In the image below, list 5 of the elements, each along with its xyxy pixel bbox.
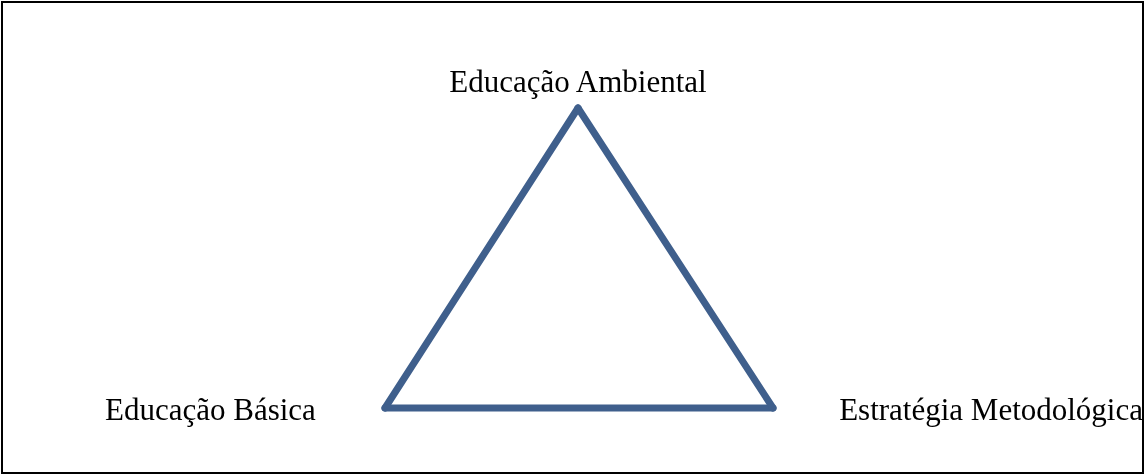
vertex-label: Estratégia Metodológica	[839, 392, 1143, 428]
triangle-side	[381, 404, 777, 412]
vertex-label: Educação Básica	[105, 392, 316, 428]
vertex-label: Educação Ambiental	[449, 64, 707, 100]
triangle-side	[574, 104, 777, 412]
